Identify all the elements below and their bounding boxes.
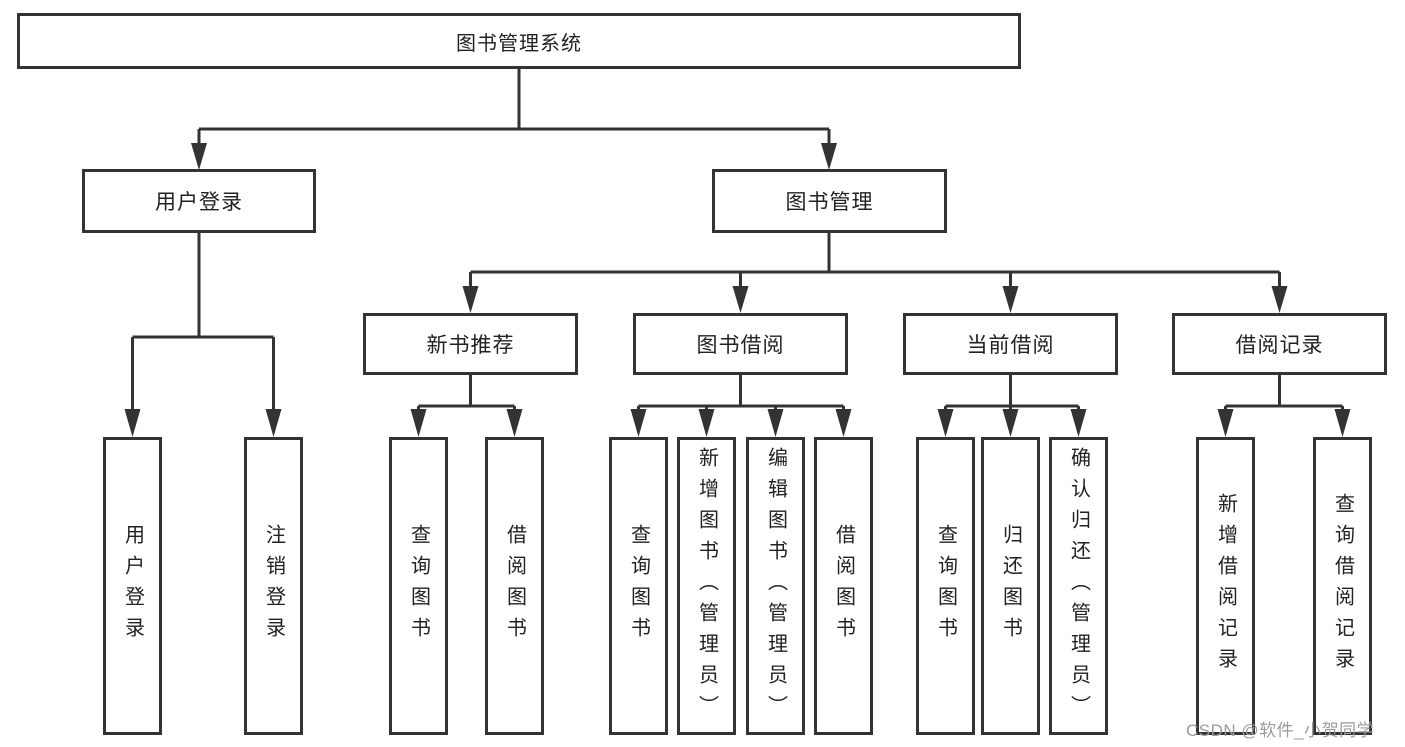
leaf-edit-book-admin: 编辑图书（管理员） <box>746 437 805 735</box>
node-new-book-recommend: 新书推荐 <box>363 313 578 375</box>
leaf-add-book-admin: 新增图书（管理员） <box>677 437 736 735</box>
leaf-borrow-book-recommend: 借阅图书 <box>485 437 544 735</box>
leaf-query-borrow-record: 查询借阅记录 <box>1313 437 1372 735</box>
leaf-user-login: 用户登录 <box>103 437 162 735</box>
node-user-login: 用户登录 <box>82 169 316 233</box>
node-current-borrow: 当前借阅 <box>903 313 1118 375</box>
leaf-add-borrow-record: 新增借阅记录 <box>1196 437 1255 735</box>
node-library-management-system: 图书管理系统 <box>17 13 1021 69</box>
node-book-borrow: 图书借阅 <box>633 313 848 375</box>
leaf-query-book-borrow: 查询图书 <box>609 437 668 735</box>
leaf-confirm-return-admin: 确认归还（管理员） <box>1049 437 1108 735</box>
leaf-query-book-recommend: 查询图书 <box>389 437 448 735</box>
node-book-management: 图书管理 <box>712 169 947 233</box>
leaf-borrow-book: 借阅图书 <box>814 437 873 735</box>
leaf-return-book: 归还图书 <box>981 437 1040 735</box>
leaf-logout: 注销登录 <box>244 437 303 735</box>
node-borrow-record: 借阅记录 <box>1172 313 1387 375</box>
leaf-query-book-current: 查询图书 <box>916 437 975 735</box>
